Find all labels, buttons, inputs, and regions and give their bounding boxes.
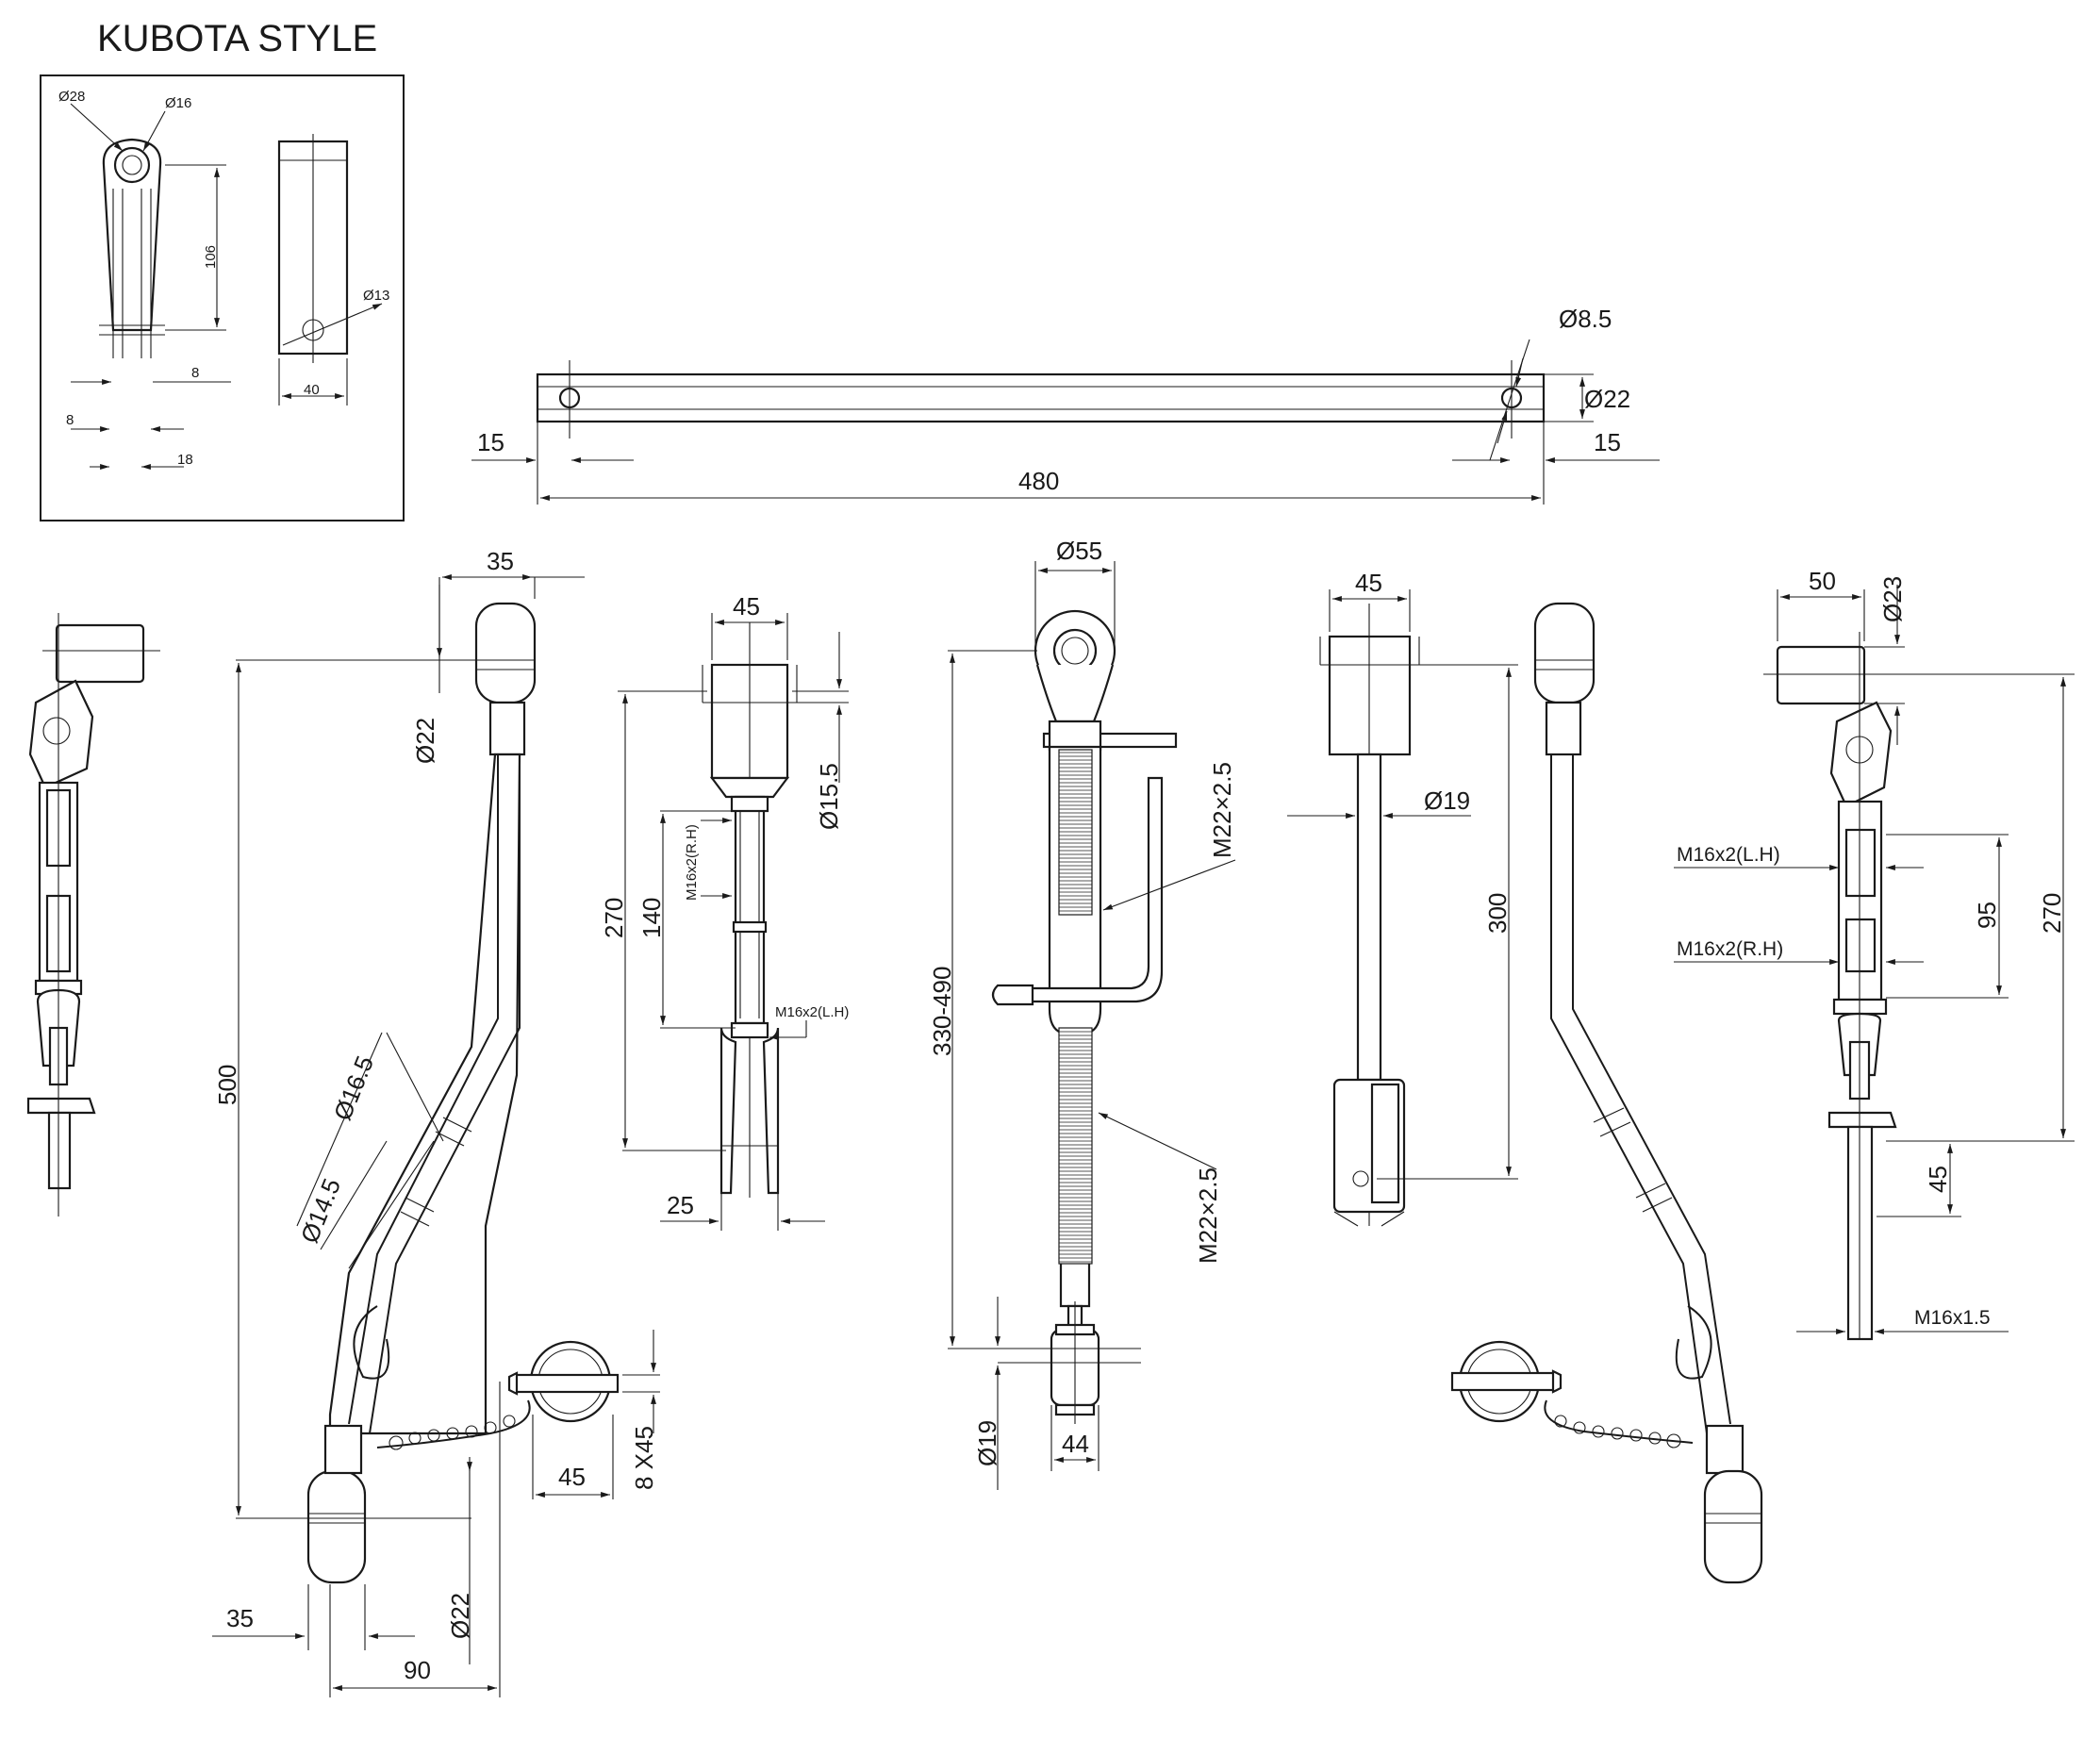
inset-dia-16-label: Ø16 <box>165 95 191 111</box>
inset-width-8-right-label: 8 <box>191 365 199 381</box>
bar-end-left-label: 15 <box>477 428 504 456</box>
drawing-title: KUBOTA STYLE <box>97 18 377 59</box>
inset-length-106-label: 106 <box>203 245 219 269</box>
top-link-thread-top-label: M22×2.5 <box>1208 762 1236 858</box>
adjuster-thread-lh-label: M16x2(L.H) <box>775 1004 849 1020</box>
lift-rod-bottom-width-label: 35 <box>226 1604 254 1632</box>
adjuster-stroke-label: 140 <box>637 898 666 938</box>
stabilizer-dia-label: Ø23 <box>1878 576 1907 622</box>
stabilizer: 50 Ø23 M16x2(L.H) M16x2(R.H) 95 270 45 M… <box>1674 567 2075 1341</box>
inset-width-18-label: 18 <box>177 452 193 468</box>
inset-dia-28-label: Ø28 <box>58 89 85 105</box>
bar-length-label: 480 <box>1018 467 1059 495</box>
top-link-thread-bottom-label: M22×2.5 <box>1194 1167 1222 1264</box>
lift-rod-left: 35 Ø22 500 Ø16.5 Ø14.5 Ø22 35 90 45 8 X4… <box>212 547 660 1697</box>
fork-rod: 45 Ø19 300 <box>1287 569 1518 1227</box>
pin-bar: Ø8.5 Ø22 15 15 480 <box>471 305 1660 505</box>
adjuster-length-label: 270 <box>600 898 628 938</box>
inset-width-8-left-label: 8 <box>66 412 74 428</box>
fork-rod-width-label: 45 <box>1355 569 1382 597</box>
inset-dia-13-label: Ø13 <box>363 288 389 304</box>
stabilizer-width-label: 50 <box>1809 567 1836 595</box>
lift-rod-length-label: 500 <box>213 1065 241 1105</box>
fork-rod-dia-label: Ø19 <box>1424 786 1470 815</box>
stabilizer-thread-rh-label: M16x2(R.H) <box>1677 938 1783 960</box>
stabilizer-end-len-label: 45 <box>1924 1166 1952 1193</box>
lift-rod-top-dia-label: Ø22 <box>411 718 439 764</box>
adjuster-fork-width-label: 45 <box>733 592 760 621</box>
adjuster-thread-rh-label: M16x2(R.H) <box>684 824 700 901</box>
stabilizer-stroke-label: 95 <box>1973 902 2001 929</box>
adjuster-base-width-label: 25 <box>667 1191 694 1219</box>
top-link-ball-dia-label: Ø55 <box>1056 537 1102 565</box>
top-link-pin-dia-label: Ø19 <box>973 1420 1001 1466</box>
kubota-inset: Ø28 Ø16 106 Ø13 8 40 8 18 <box>40 74 405 521</box>
adjuster-hole-dia-label: Ø15.5 <box>815 763 843 830</box>
stabilizer-end-thread-label: M16x1.5 <box>1914 1307 1991 1329</box>
adjuster-fork: 45 Ø15.5 M16x2(R.H) M16x2(L.H) 140 270 2… <box>600 592 849 1231</box>
lift-rod-dia-a-label: Ø16.5 <box>328 1051 379 1124</box>
bar-hole-dia-label: Ø8.5 <box>1559 305 1612 333</box>
bar-dia-label: Ø22 <box>1584 385 1630 413</box>
inset-width-40-label: 40 <box>304 382 320 398</box>
fork-rod-length-label: 300 <box>1483 893 1512 934</box>
top-link-pin-width-label: 44 <box>1062 1430 1089 1458</box>
lift-rod-right <box>1450 602 1763 1584</box>
bar-end-right-label: 15 <box>1594 428 1621 456</box>
lift-rod-pin-len-label: 45 <box>558 1463 586 1491</box>
top-link: Ø55 M22×2.5 M22×2.5 330-490 Ø19 44 <box>928 537 1236 1490</box>
stabilizer-thread-lh-label: M16x2(L.H) <box>1677 844 1780 866</box>
top-link-length-range-label: 330-490 <box>928 967 956 1056</box>
lift-rod-offset-label: 90 <box>404 1656 431 1684</box>
levelling-box-side-view <box>26 613 160 1217</box>
lift-rod-dia-b-label: Ø14.5 <box>295 1174 346 1247</box>
lift-rod-pin-dia-label: Ø22 <box>446 1593 474 1639</box>
stabilizer-length-label: 270 <box>2038 893 2066 934</box>
lift-rod-top-width-label: 35 <box>487 547 514 575</box>
lift-rod-pin-size-label: 8 X45 <box>630 1426 658 1490</box>
